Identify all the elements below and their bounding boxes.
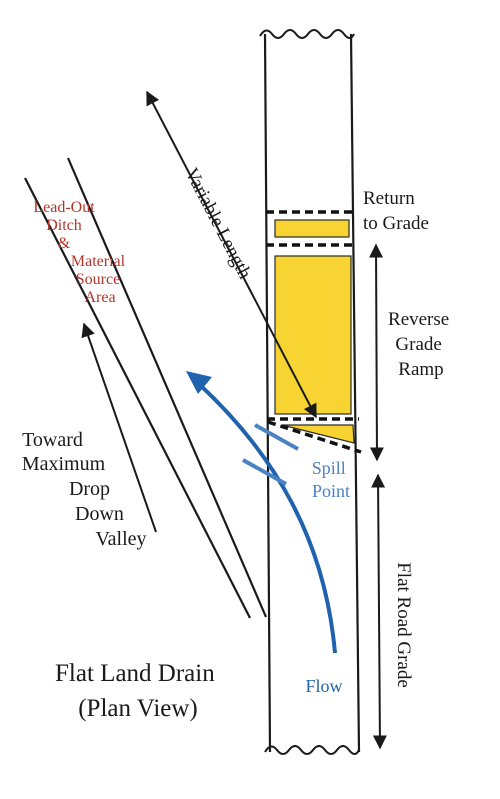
return-to-grade-fill (274, 219, 350, 238)
ditch-line-outer (24, 177, 251, 619)
reverse-grade-ramp-fill (274, 255, 352, 415)
spill-tick-lower (242, 458, 287, 486)
spill-tick-upper (254, 423, 299, 451)
variable-length-arrow (146, 90, 317, 419)
flow-arrow-head (186, 371, 212, 394)
variable-length-label: Variable Length (180, 165, 255, 283)
road-break-top (259, 29, 355, 39)
road-left-edge (263, 33, 272, 753)
reverse-grade-ramp-label: Reverse Grade Ramp (388, 309, 454, 380)
flat-road-grade-dimension-arrow (371, 473, 387, 750)
diagram-title: Flat Land Drain (Plan View) (55, 660, 221, 722)
spill-point-label: Spill Point (312, 458, 351, 501)
toward-valley-label: Toward Maximum Drop Down Valley (22, 429, 147, 550)
ramp (266, 210, 362, 454)
flow-label: Flow (305, 676, 342, 696)
return-to-grade-label: Return to Grade (363, 188, 429, 234)
flat-road-grade-label: Flat Road Grade (393, 562, 414, 688)
road-break-bottom (264, 745, 360, 755)
flow-arrow (186, 371, 337, 654)
toward-valley-arrow (81, 322, 157, 533)
flow-arrow-curve (198, 383, 337, 654)
dashed-line-4 (267, 420, 362, 454)
variable-length-arrow-line (146, 90, 317, 419)
reverse-grade-dimension-arrow (369, 243, 384, 462)
lead-out-label: Lead-Out Ditch & Material Source Area (33, 199, 129, 306)
spill-wedge-fill (281, 424, 355, 444)
road-right-edge (349, 33, 361, 753)
